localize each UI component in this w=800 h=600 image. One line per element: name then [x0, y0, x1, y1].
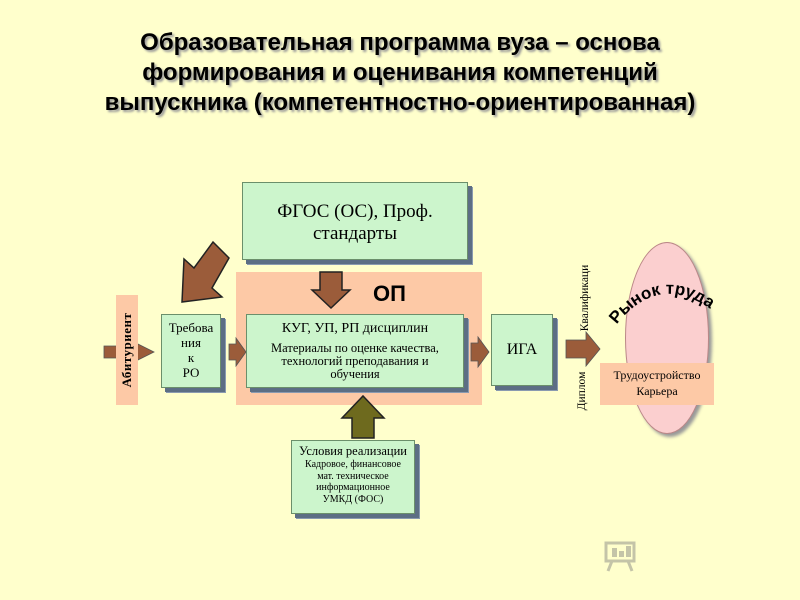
iga-label: ИГА: [506, 341, 538, 358]
title-line-3: выпускника (компетентностно-ориентирован…: [104, 89, 696, 116]
trudoustroistvo-box: Трудоустройство Карьера: [600, 363, 714, 405]
kug-box: КУГ, УП, РП дисциплин Материалы по оценк…: [246, 314, 464, 388]
kug-line-3: технологий преподавания и: [281, 354, 429, 368]
usloviya-title: Условия реализации: [299, 444, 407, 458]
market-title-text: Рынок труда: [605, 279, 718, 327]
usloviya-item: информационное: [316, 482, 390, 493]
fgos-line-2: стандарты: [313, 223, 397, 244]
treb-line-1: Требова: [168, 320, 214, 335]
kug-line-1: КУГ, УП, РП дисциплин: [281, 321, 429, 336]
fgos-box: ФГОС (ОС), Проф. стандарты: [242, 182, 468, 260]
abiturient-label: Абитуриент: [119, 312, 134, 388]
usloviya-item: мат. техническое: [317, 470, 389, 482]
iga-box: ИГА: [491, 314, 553, 386]
title-line-1: Образовательная программа вуза – основа: [140, 29, 660, 56]
treb-line-3: к: [187, 350, 195, 365]
trud-line-2: Карьера: [636, 384, 678, 398]
kug-line-4: обучения: [330, 367, 380, 381]
projector-icon: [604, 541, 636, 572]
arrow-op-to-iga: [470, 335, 490, 369]
treb-line-2: ния: [181, 335, 201, 350]
svg-text:Рынок труда: Рынок труда: [605, 279, 718, 327]
market-title: Рынок труда: [605, 279, 718, 327]
title-line-2: формирования и оценивания компетенций: [142, 59, 658, 86]
trud-line-1: Трудоустройство: [613, 368, 701, 382]
abiturient-box: Абитуриент: [116, 295, 138, 405]
op-label: ОП: [373, 281, 406, 306]
arrow-treb-to-kug: [228, 336, 247, 368]
fgos-line-1: ФГОС (ОС), Проф.: [277, 201, 433, 222]
down-arrow: [310, 271, 352, 310]
slide-title: Образовательная программа вуза – основа …: [0, 28, 800, 118]
usloviya-item: УМКД (ФОС): [322, 493, 384, 505]
usloviya-box: Условия реализации Кадровое, финансовое …: [291, 440, 415, 514]
usloviya-item: Кадровое, финансовое: [305, 459, 401, 470]
kug-line-2: Материалы по оценке качества,: [271, 341, 439, 355]
treb-line-4: РО: [182, 365, 200, 380]
diagonal-arrow: [181, 240, 230, 303]
up-arrow: [340, 394, 386, 439]
arrow-iga-to-market: [565, 330, 601, 368]
trebovaniya-box: Требова ния к РО: [161, 314, 221, 388]
